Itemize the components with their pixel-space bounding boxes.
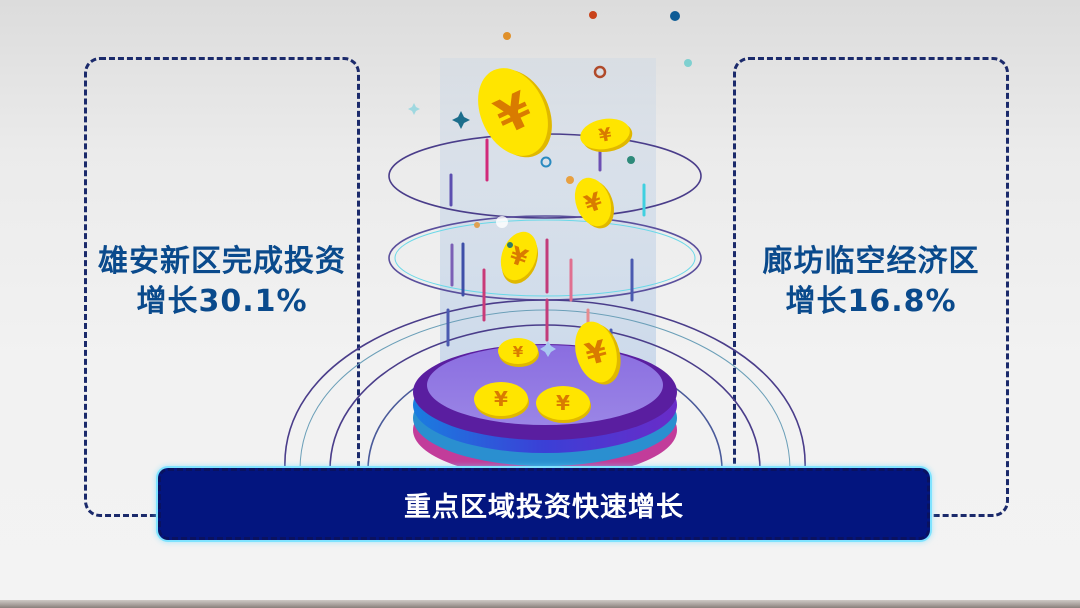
svg-text:¥: ¥ <box>513 343 524 361</box>
left-info-growth: 增长30.1% <box>136 284 308 319</box>
right-info-growth: 增长16.8% <box>785 284 957 319</box>
coin-on-platform-2: ¥ <box>474 382 529 419</box>
decorative-particles <box>408 11 692 357</box>
svg-text:¥: ¥ <box>556 391 570 415</box>
svg-text:¥: ¥ <box>597 124 613 147</box>
yuan-coins: ¥ ¥ ¥ ¥ ¥ ¥ ¥ <box>474 68 633 423</box>
coin-upright-platform: ¥ <box>575 321 621 385</box>
coin-small-tilted: ¥ <box>580 118 633 153</box>
banner-title: 重点区域投资快速增长 <box>404 491 684 523</box>
coin-mid-falling: ¥ <box>574 177 615 229</box>
bottom-frame-edge <box>0 600 1080 608</box>
right-info-text: 廊坊临空经济区 增长16.8% <box>733 242 1009 322</box>
coin-large-falling: ¥ <box>478 68 552 158</box>
coin-on-platform-1: ¥ <box>498 338 539 367</box>
left-info-title: 雄安新区完成投资 <box>98 244 346 279</box>
coin-on-platform-3: ¥ <box>536 386 591 423</box>
left-info-text: 雄安新区完成投资 增长30.1% <box>84 242 360 322</box>
summary-banner: 重点区域投资快速增长 <box>158 468 930 540</box>
right-info-title: 廊坊临空经济区 <box>762 244 980 279</box>
svg-text:¥: ¥ <box>494 387 508 411</box>
